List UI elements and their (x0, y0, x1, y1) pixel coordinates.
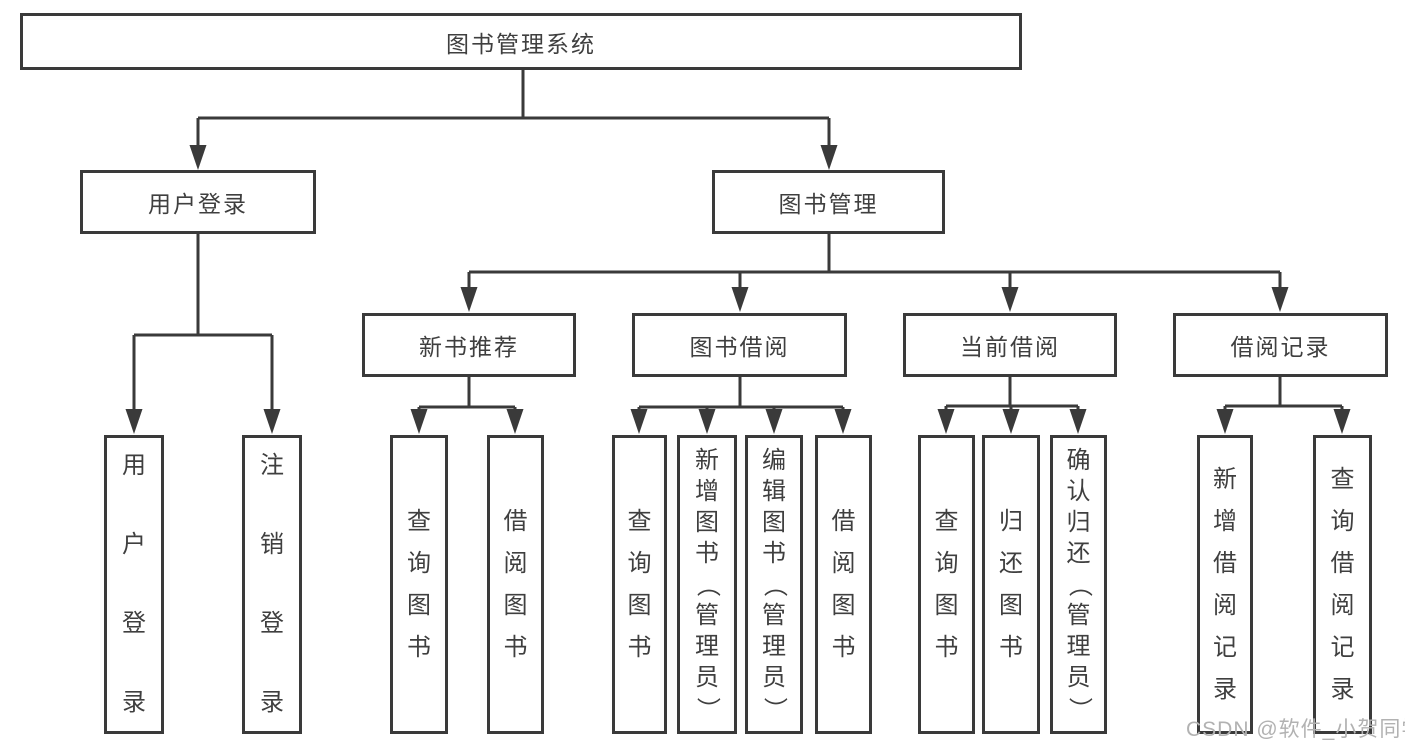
leaf-query-books-current: 查询图书 (918, 435, 975, 734)
arrowhead (834, 409, 852, 434)
connector-user-login-children (132, 233, 274, 410)
arrowhead (1001, 287, 1019, 312)
leaf-add-book-admin: 新增图书（管理员） (677, 435, 737, 734)
arrowhead (189, 145, 207, 170)
arrowhead (698, 409, 716, 434)
connector-borrow-records-children (1223, 376, 1344, 412)
leaf-add-borrow-record: 新增借阅记录 (1197, 435, 1253, 734)
arrowhead (1002, 409, 1020, 434)
leaf-return-books: 归还图书 (982, 435, 1040, 734)
arrowhead (1216, 409, 1234, 434)
arrowhead (731, 287, 749, 312)
connector-new-book-children (417, 376, 517, 412)
arrowhead (410, 409, 428, 434)
leaf-query-books-recommend: 查询图书 (390, 435, 448, 734)
node-root: 图书管理系统 (20, 13, 1022, 70)
leaf-borrow-books: 借阅图书 (815, 435, 872, 734)
node-current-borrow: 当前借阅 (903, 313, 1117, 377)
leaf-query-borrow-record: 查询借阅记录 (1313, 435, 1372, 734)
arrowhead (1069, 409, 1087, 434)
node-new-book-recommend: 新书推荐 (362, 313, 576, 377)
arrowhead (1271, 287, 1289, 312)
arrowhead (506, 409, 524, 434)
node-book-borrow: 图书借阅 (632, 313, 847, 377)
connector-book-borrow-children (637, 376, 845, 412)
leaf-logout: 注销登录 (242, 435, 302, 734)
arrowhead (630, 409, 648, 434)
arrowhead (460, 287, 478, 312)
leaf-confirm-return-admin: 确认归还（管理员） (1050, 435, 1107, 734)
leaf-query-books-borrow: 查询图书 (612, 435, 667, 734)
arrowhead (125, 409, 143, 434)
node-book-management: 图书管理 (712, 170, 945, 234)
connector-root-to-level2 (196, 70, 831, 146)
arrowhead (820, 145, 838, 170)
leaf-borrow-books-recommend: 借阅图书 (487, 435, 544, 734)
arrowhead (1333, 409, 1351, 434)
connector-current-borrow-children (944, 376, 1080, 412)
leaf-user-login: 用户登录 (104, 435, 164, 734)
leaf-edit-book-admin: 编辑图书（管理员） (745, 435, 803, 734)
watermark: CSDN @软件_小贺同学 (1186, 718, 1405, 741)
node-user-login: 用户登录 (80, 170, 316, 234)
connector-book-management-children (467, 233, 1282, 288)
arrowhead (765, 409, 783, 434)
arrowhead (937, 409, 955, 434)
arrowhead (263, 409, 281, 434)
node-borrow-records: 借阅记录 (1173, 313, 1388, 377)
